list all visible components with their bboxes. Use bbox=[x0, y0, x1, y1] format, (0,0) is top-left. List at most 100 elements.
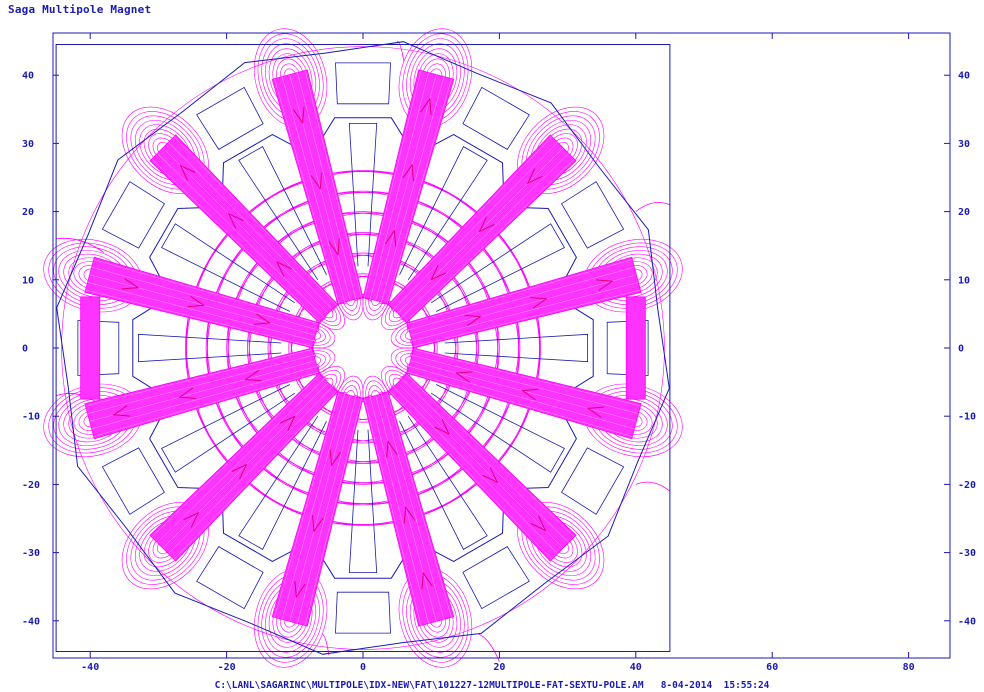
field-line bbox=[213, 385, 405, 505]
coil-line bbox=[173, 136, 337, 306]
field-line bbox=[239, 473, 487, 526]
right-y-tick-label: 20 bbox=[958, 207, 970, 218]
field-line bbox=[252, 190, 474, 241]
pole-piece-inner bbox=[161, 223, 296, 312]
field-line bbox=[280, 232, 446, 273]
leakage-line bbox=[396, 40, 405, 62]
field-line bbox=[488, 224, 541, 472]
flux-arrow bbox=[586, 406, 605, 418]
pole-back-block bbox=[335, 62, 391, 105]
coil-line bbox=[410, 274, 637, 336]
coil-line bbox=[381, 76, 445, 303]
field-line bbox=[269, 321, 343, 436]
field-line bbox=[296, 275, 382, 331]
right-y-tick-label: 10 bbox=[958, 275, 970, 286]
left-y-tick-label: 30 bbox=[22, 139, 34, 150]
field-line bbox=[254, 233, 397, 324]
field-line bbox=[213, 191, 405, 311]
field-line bbox=[387, 239, 478, 382]
field-line bbox=[205, 237, 256, 459]
coil-line bbox=[408, 366, 635, 430]
x-tick-label: 0 bbox=[360, 662, 366, 673]
field-line bbox=[296, 409, 430, 444]
coil-line bbox=[397, 382, 564, 549]
coil bbox=[406, 256, 642, 349]
coil-line bbox=[389, 390, 553, 560]
return-coil bbox=[80, 296, 101, 400]
right-y-tick-label: -20 bbox=[958, 480, 976, 491]
flux-arrow bbox=[253, 313, 271, 325]
coil-line bbox=[304, 398, 362, 626]
coil-line bbox=[405, 158, 575, 322]
coil-line bbox=[401, 378, 569, 543]
field-line bbox=[247, 265, 288, 431]
pole-back-block bbox=[561, 181, 625, 249]
coil-line bbox=[297, 396, 357, 624]
coil-line bbox=[157, 153, 325, 318]
field-line bbox=[470, 237, 521, 459]
field-line bbox=[438, 265, 479, 431]
flux-arrow bbox=[112, 405, 130, 417]
coil-line bbox=[364, 398, 422, 626]
pole-piece-inner bbox=[399, 415, 488, 550]
coil-line bbox=[304, 70, 362, 298]
field-line bbox=[321, 191, 513, 311]
field-line bbox=[296, 365, 382, 421]
flux-arrow bbox=[455, 371, 473, 383]
field-line bbox=[329, 233, 472, 324]
x-tick-label: 60 bbox=[766, 662, 778, 673]
coil-line bbox=[85, 289, 313, 347]
coil-line bbox=[274, 392, 340, 618]
field-line bbox=[344, 365, 430, 421]
right-y-tick-label: -30 bbox=[958, 548, 976, 559]
field-line bbox=[275, 254, 390, 328]
coil-line bbox=[289, 395, 351, 622]
field-line bbox=[400, 306, 520, 498]
flux-arrow bbox=[328, 238, 340, 256]
leakage-line bbox=[55, 393, 98, 403]
coil-line bbox=[168, 142, 333, 310]
coil-line bbox=[408, 266, 635, 330]
left-y-tick-label: 40 bbox=[22, 71, 34, 82]
coil-line bbox=[87, 282, 315, 342]
flux-arrow bbox=[520, 388, 539, 401]
field-line bbox=[267, 281, 302, 415]
flux-arrow bbox=[430, 264, 447, 281]
pole-piece-inner bbox=[238, 415, 327, 550]
coil-line bbox=[173, 390, 337, 560]
flux-arrow bbox=[121, 278, 140, 290]
pole-piece-inner bbox=[348, 429, 378, 573]
flux-arrow bbox=[294, 581, 306, 599]
pole-piece-inner bbox=[238, 146, 327, 281]
pole-back-block bbox=[101, 181, 165, 249]
coil-line bbox=[393, 386, 558, 554]
field-line bbox=[290, 329, 346, 415]
field-line bbox=[383, 260, 457, 375]
left-y-tick-label: -10 bbox=[22, 412, 40, 423]
flux-arrow bbox=[464, 314, 482, 327]
field-line bbox=[400, 198, 520, 390]
coil-line bbox=[281, 76, 345, 303]
coil-line bbox=[93, 259, 319, 325]
field-line bbox=[387, 314, 478, 457]
coil-layer bbox=[80, 69, 646, 627]
flux-arrow bbox=[386, 440, 398, 458]
coil bbox=[271, 69, 364, 305]
field-line bbox=[275, 368, 390, 442]
flux-arrow bbox=[421, 571, 433, 590]
flux-arrow bbox=[403, 505, 416, 524]
x-tick-label: -20 bbox=[218, 662, 236, 673]
coil-line bbox=[413, 289, 641, 347]
coil-line bbox=[168, 386, 333, 554]
field-line bbox=[206, 306, 326, 498]
flux-arrow bbox=[310, 172, 323, 191]
flux-arrow bbox=[530, 515, 547, 532]
field-line bbox=[314, 273, 412, 300]
flux-arrow bbox=[530, 297, 548, 309]
left-y-tick-label: -20 bbox=[22, 480, 40, 491]
flux-arrow bbox=[183, 511, 200, 528]
coil-line bbox=[375, 74, 437, 301]
coil-line bbox=[411, 282, 639, 342]
coil bbox=[362, 69, 455, 305]
